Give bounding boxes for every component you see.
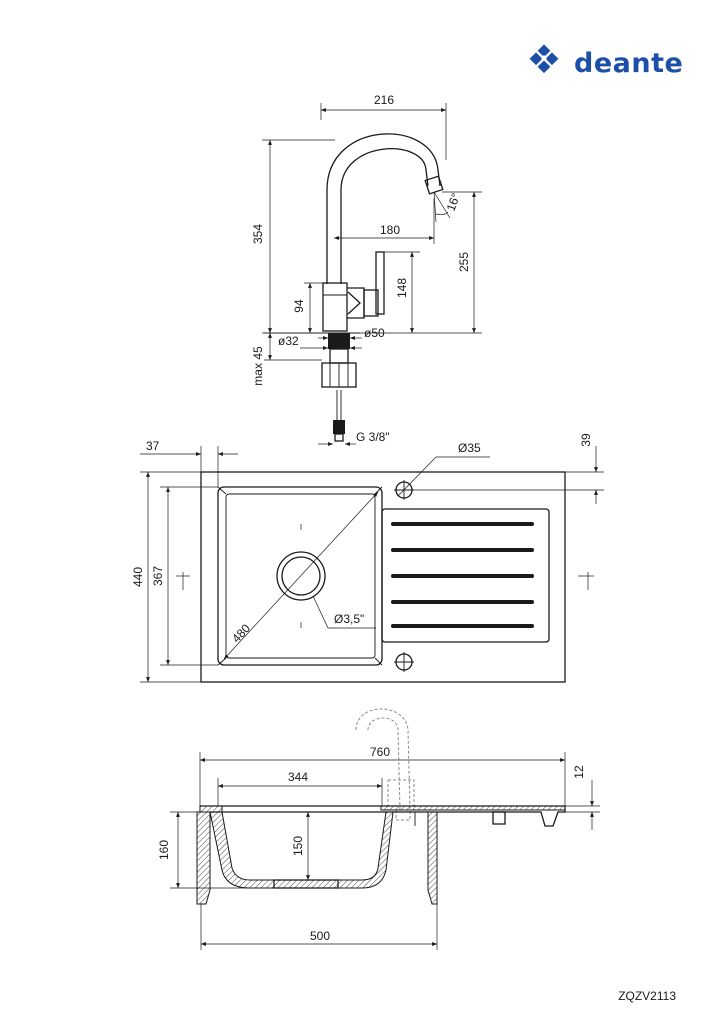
brand-name: deante	[574, 48, 683, 79]
dim-rim-height: 12	[572, 765, 586, 779]
dim-length: 760	[370, 745, 390, 759]
dim-hose-dia: ø32	[278, 334, 299, 348]
brand-logo-icon	[529, 44, 559, 74]
sink-side-view: 760 344 12 160 150 500	[157, 708, 600, 950]
dim-base-dia: ø50	[364, 326, 385, 340]
dim-rim-offset: 37	[146, 439, 160, 453]
drainboard-grooves	[391, 522, 534, 628]
dim-spout-reach: 180	[380, 223, 400, 237]
dim-tap-hole: Ø35	[458, 441, 481, 455]
dim-thread: G 3/8"	[356, 430, 390, 444]
dim-deck-thickness: max 45	[251, 346, 265, 386]
dim-diagonal: 480	[229, 621, 253, 645]
dim-lever-height: 148	[395, 278, 409, 298]
dim-cabinet: 500	[310, 929, 330, 943]
dim-bowl-length: 344	[288, 770, 308, 784]
dim-spout-height: 255	[457, 252, 471, 272]
dim-width: 440	[131, 567, 145, 587]
dim-bowl-depth: 150	[291, 836, 305, 856]
dim-height-total: 354	[251, 224, 265, 244]
product-code: ZQZV2113	[618, 989, 676, 1003]
brand-logo: deante	[529, 44, 683, 79]
dim-bowl-width: 367	[151, 566, 165, 586]
sink-top-view: 37 39 Ø35 440 367 480 Ø3,5"	[131, 433, 604, 683]
dim-drain: Ø3,5"	[334, 612, 364, 626]
dim-hole-offset: 39	[579, 433, 593, 447]
dim-spout-angle: 16°	[444, 191, 463, 213]
dim-total-depth: 160	[157, 840, 171, 860]
faucet-front-view: 216 354 180 16° 255 148 94 ø32	[251, 93, 482, 446]
dim-reach-total: 216	[374, 93, 394, 107]
dim-body-height: 94	[292, 299, 306, 313]
